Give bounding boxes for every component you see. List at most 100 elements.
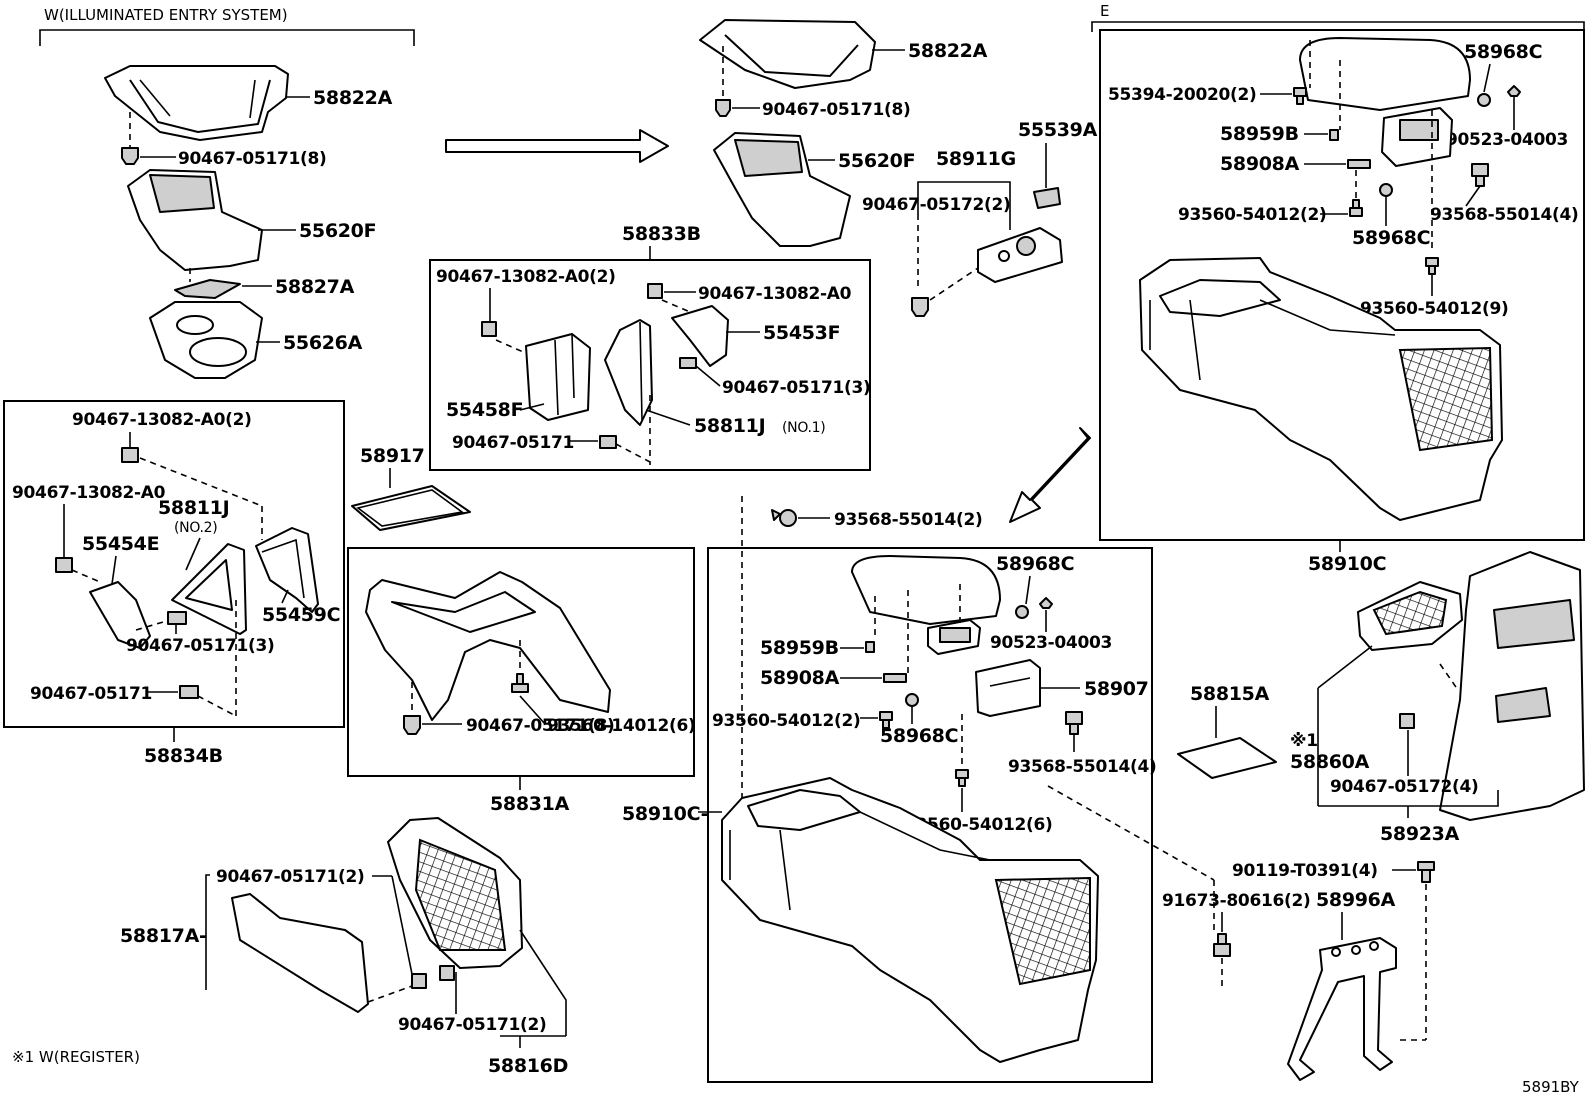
clip-icon <box>403 715 421 735</box>
label-b-90467-13082-A0-2: 90467-13082-A0(2) <box>436 267 616 287</box>
label-58822A-center: 58822A <box>908 40 988 62</box>
spring-icon <box>1347 159 1371 169</box>
label-58917: 58917 <box>360 445 425 467</box>
bolt-icon <box>1293 87 1307 105</box>
label-91673-80616-2: 91673-80616(2) <box>1162 891 1311 911</box>
part-55620F-box-center <box>713 132 851 247</box>
spring-icon <box>883 673 907 683</box>
bolt-icon <box>1471 163 1489 187</box>
label-55459C: 55459C <box>262 604 340 626</box>
clip-icon <box>439 965 455 981</box>
part-55454E-cover <box>89 581 151 649</box>
clip-icon <box>481 321 497 337</box>
label-93560-54012-2-c: 93560-54012(2) <box>712 711 861 731</box>
part-55459C-bracket <box>255 527 319 613</box>
label-55620F-center: 55620F <box>838 150 915 172</box>
bracket-top-left <box>39 29 415 46</box>
clip-icon <box>55 557 73 573</box>
part-58811J-panel-no2 <box>171 543 247 635</box>
label-55626A: 55626A <box>283 332 363 354</box>
label-58910C-c: 58910C- <box>622 803 708 825</box>
part-lock-bracket-e <box>1381 107 1453 167</box>
box-58910C <box>707 547 1153 1083</box>
label-box-e: E <box>1100 2 1109 20</box>
pin-icon <box>1039 597 1053 609</box>
label-58908A-e: 58908A <box>1220 153 1300 175</box>
label-l-90467-05171-3: 90467-05171(3) <box>126 636 275 656</box>
label-90523-04003-e: 90523-04003 <box>1446 130 1568 150</box>
part-58815A-mat <box>1177 737 1277 779</box>
part-58822A-tray-center <box>699 19 876 89</box>
label-93568-55014-4-c: 93568-55014(4) <box>1008 757 1157 777</box>
label-55620F: 55620F <box>299 220 376 242</box>
part-58917-mat <box>351 485 471 531</box>
label-l-90467-13082-A0: 90467-13082-A0 <box>12 483 166 503</box>
clip-icon <box>1399 713 1415 729</box>
label-55453F: 55453F <box>763 322 840 344</box>
part-58827A-pad <box>174 279 241 299</box>
label-58968C-c-mid: 58968C <box>880 725 958 747</box>
part-58910C-console <box>721 777 1099 1063</box>
label-55458F: 55458F <box>446 399 523 421</box>
part-58996A-bracket <box>1287 937 1397 1081</box>
label-55539A: 55539A <box>1018 119 1098 141</box>
part-armrest-lid-c <box>851 555 1001 625</box>
label-58815A: 58815A <box>1190 683 1270 705</box>
label-no2: (NO.2) <box>174 520 217 536</box>
label-58959B-e: 58959B <box>1220 123 1299 145</box>
part-55626A-cupholder <box>149 301 263 379</box>
clip-icon <box>411 973 427 989</box>
label-58907: 58907 <box>1084 678 1149 700</box>
label-58923A: 58923A <box>1380 823 1460 845</box>
label-58817A: 58817A- <box>120 925 207 947</box>
arrow-right-icon <box>445 129 669 163</box>
label-90523-04003-c: 90523-04003 <box>990 633 1112 653</box>
label-58822A: 58822A <box>313 87 393 109</box>
part-55539A-cap <box>1033 187 1061 209</box>
label-58968C-e-top: 58968C <box>1464 41 1542 63</box>
label-58811J-no1: 58811J <box>694 415 765 437</box>
label-93568-55014-4-e: 93568-55014(4) <box>1430 205 1579 225</box>
label-90467-05171-2-b: 90467-05171(2) <box>398 1015 547 1035</box>
bolt-icon <box>955 769 969 787</box>
bolt-icon <box>1213 933 1231 957</box>
bolt-icon <box>771 509 797 527</box>
clip-icon <box>121 147 139 165</box>
label-90467-05172-4: 90467-05172(4) <box>1330 777 1479 797</box>
nut-icon <box>1015 605 1029 619</box>
clip-icon <box>121 447 139 463</box>
box-58831A <box>347 547 695 777</box>
part-58811J-panel-no1 <box>604 319 653 426</box>
nut-icon <box>905 693 919 707</box>
clip-icon <box>911 297 929 317</box>
label-93560-14012-6: 93560-14012(6) <box>547 716 696 736</box>
label-58996A: 58996A <box>1316 889 1396 911</box>
label-register-marker: ※1 <box>1290 731 1318 751</box>
clip-icon <box>599 435 617 449</box>
label-55454E: 55454E <box>82 533 159 555</box>
clip-icon <box>179 685 199 699</box>
label-58908A-c: 58908A <box>760 667 840 689</box>
label-58910C-e: 58910C <box>1308 553 1386 575</box>
bolt-icon <box>1349 199 1363 217</box>
label-90467-05171-2-a: 90467-05171(2) <box>216 867 365 887</box>
part-58816D-panel <box>387 817 523 969</box>
label-58968C-e-mid: 58968C <box>1352 227 1430 249</box>
bolt-icon <box>1425 257 1439 275</box>
part-55453F-bracket <box>671 305 729 367</box>
part-58831A-cover <box>365 571 611 721</box>
part-58923A-panel <box>1439 551 1585 821</box>
clip-icon <box>715 99 731 117</box>
part-58907-bracket <box>975 659 1041 717</box>
pin-icon <box>1507 85 1521 97</box>
label-58911G: 58911G <box>936 148 1016 170</box>
label-90119-T0391-4: 90119-T0391(4) <box>1232 861 1378 881</box>
label-no1: (NO.1) <box>782 420 825 436</box>
label-90467-05172-2: 90467-05172(2) <box>862 195 1011 215</box>
label-93560-54012-9: 93560-54012(9) <box>1360 299 1509 319</box>
label-m-90467-05171-8: 90467-05171(8) <box>466 716 615 736</box>
part-58822A-tray <box>104 65 289 141</box>
part-58911G-switch <box>977 227 1063 283</box>
clip-icon <box>647 283 663 299</box>
